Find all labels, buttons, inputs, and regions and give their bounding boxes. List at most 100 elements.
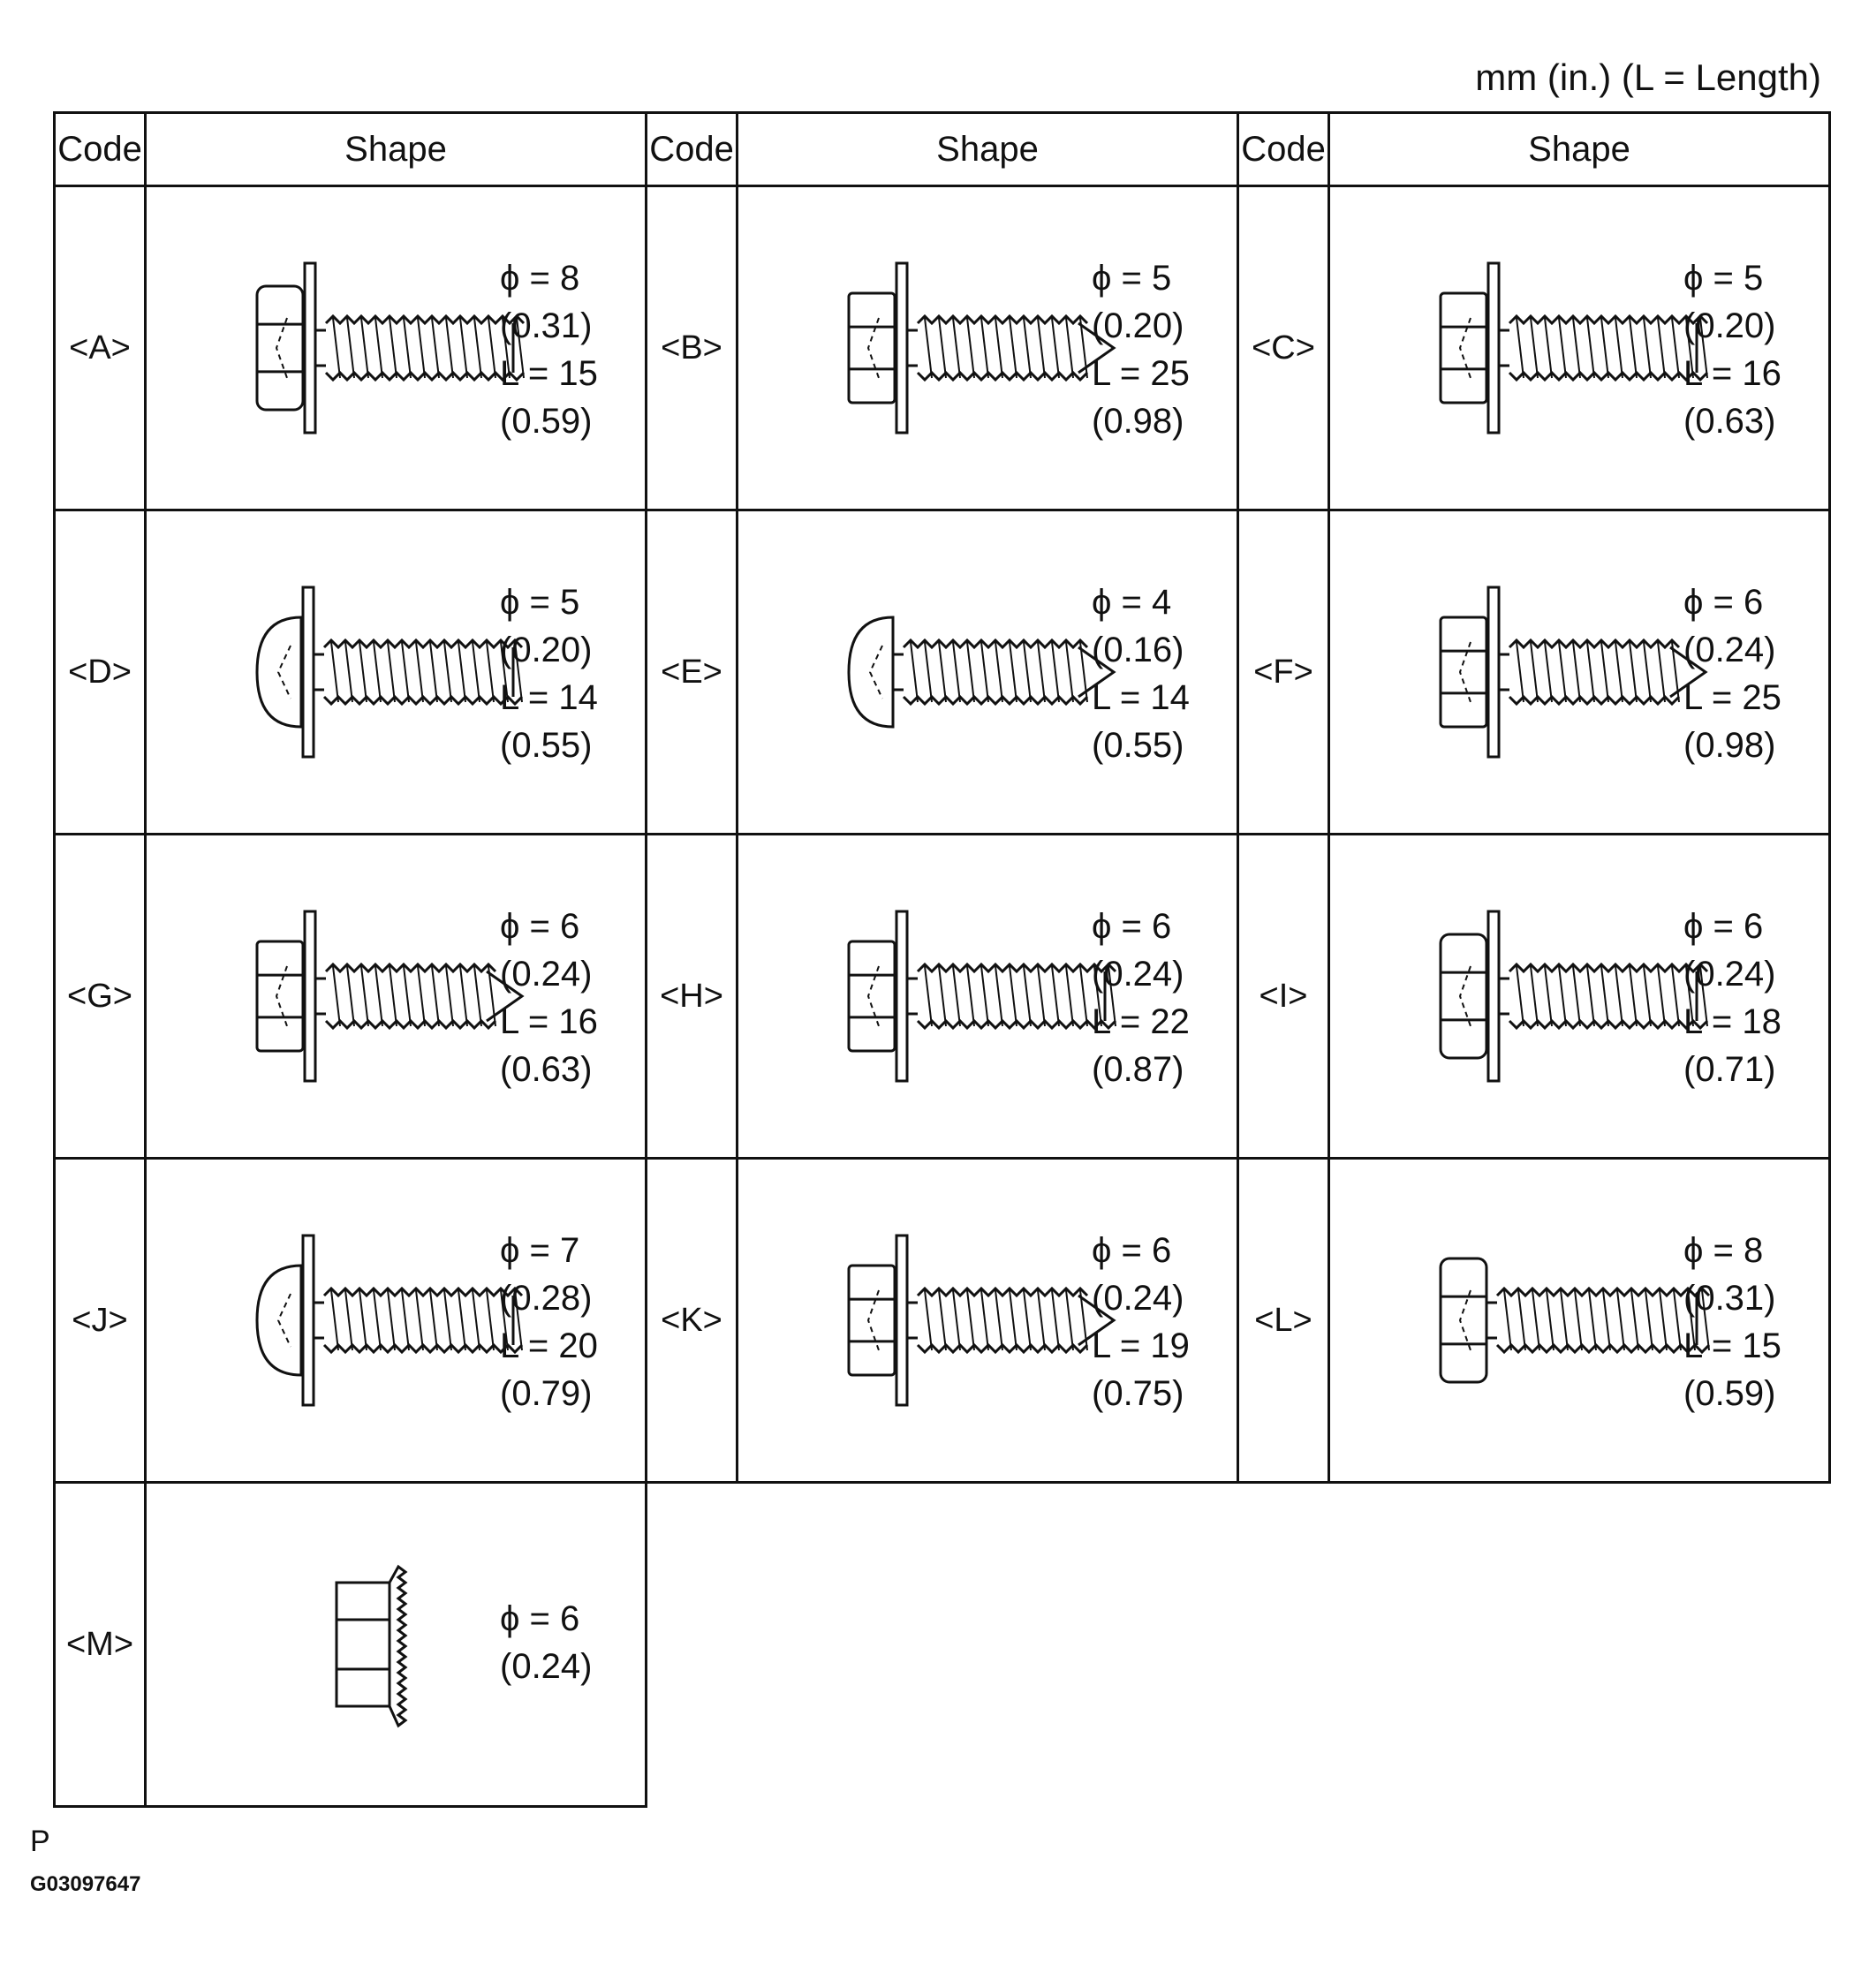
fastener-specs: ϕ = 6(0.24) (500, 1595, 593, 1690)
fastener-shape-cell: ϕ = 6(0.24)L = 19(0.75) (736, 1157, 1239, 1484)
threaded-shank (893, 638, 1116, 707)
fastener-specs: ϕ = 5(0.20)L = 16(0.63) (1683, 254, 1781, 445)
fastener-table: Code Shape Code Shape Code Shape <A> ϕ = … (53, 111, 1831, 1808)
threaded-shank (1499, 962, 1709, 1031)
length-inch-value: (0.79) (500, 1374, 593, 1413)
fastener-code: <G> (53, 833, 147, 1160)
empty-area (645, 1482, 1830, 1807)
shape-header: Shape (736, 111, 1239, 187)
threaded-shank (907, 314, 1116, 382)
fastener-specs: ϕ = 6(0.24)L = 19(0.75) (1092, 1227, 1190, 1417)
head-shape (255, 616, 303, 729)
threaded-shank (314, 638, 524, 707)
fastener-drawing (335, 1564, 408, 1728)
head-shape (255, 284, 305, 412)
length-value: L = 16 (1683, 354, 1781, 393)
length-inch-value: (0.55) (500, 726, 593, 765)
diameter-inch-value: (0.24) (500, 955, 593, 994)
length-inch-value: (0.63) (1683, 402, 1776, 441)
diameter-value: ϕ = 6 (500, 907, 580, 946)
diameter-inch-value: (0.24) (1683, 631, 1776, 669)
fastener-drawing (255, 586, 524, 759)
fastener-drawing (255, 1234, 524, 1407)
washer-shape (895, 1234, 909, 1407)
diameter-value: ϕ = 8 (1683, 1231, 1764, 1270)
fastener-shape-cell: ϕ = 6(0.24)L = 25(0.98) (1328, 509, 1831, 835)
length-inch-value: (0.63) (500, 1050, 593, 1089)
fastener-code: <M> (53, 1481, 147, 1808)
diameter-value: ϕ = 5 (500, 583, 580, 622)
figure-id: G03097647 (30, 1872, 141, 1896)
length-inch-value: (0.71) (1683, 1050, 1776, 1089)
fastener-drawing (255, 910, 525, 1083)
fastener-shape-cell: ϕ = 5(0.20)L = 16(0.63) (1328, 185, 1831, 511)
length-value: L = 14 (500, 678, 598, 717)
table-row: <J>ϕ = 7(0.28)L = 20(0.79)<K>ϕ = 6(0.24)… (53, 1157, 1831, 1484)
fastener-code: <A> (53, 185, 147, 511)
washer-shape (1486, 586, 1501, 759)
washer-shape (301, 586, 315, 759)
units-note: mm (in.) (L = Length) (1475, 57, 1821, 98)
fastener-code: <D> (53, 509, 147, 835)
fastener-specs: ϕ = 5(0.20)L = 25(0.98) (1092, 254, 1190, 445)
threaded-shank (907, 1286, 1116, 1355)
head-shape (847, 291, 896, 404)
fastener-shape-cell: ϕ = 4(0.16)L = 14(0.55) (736, 509, 1239, 835)
nut-shape (335, 1564, 408, 1728)
washer-shape (895, 261, 909, 435)
fastener-shape-cell: ϕ = 6(0.24)L = 18(0.71) (1328, 833, 1831, 1160)
head-shape (1439, 291, 1488, 404)
table-row: <M> ϕ = 6(0.24) (53, 1481, 1830, 1808)
diameter-inch-value: (0.24) (1092, 955, 1184, 994)
length-value: L = 18 (1683, 1002, 1781, 1041)
diameter-inch-value: (0.20) (1092, 306, 1184, 345)
head-shape (1439, 1257, 1488, 1384)
diameter-inch-value: (0.31) (500, 306, 593, 345)
length-value: L = 14 (1092, 678, 1190, 717)
diameter-value: ϕ = 7 (500, 1231, 580, 1270)
threaded-shank (907, 962, 1117, 1031)
fastener-code: <C> (1237, 185, 1330, 511)
threaded-shank (1499, 314, 1709, 382)
diameter-inch-value: (0.24) (1092, 1279, 1184, 1318)
length-inch-value: (0.75) (1092, 1374, 1184, 1413)
fastener-shape-cell: ϕ = 6(0.24) (144, 1481, 647, 1808)
header-row: Code Shape Code Shape Code Shape (53, 111, 1831, 187)
fastener-specs: ϕ = 6(0.24)L = 25(0.98) (1683, 578, 1781, 769)
fastener-shape-cell: ϕ = 6(0.24)L = 22(0.87) (736, 833, 1239, 1160)
table-row: <G>ϕ = 6(0.24)L = 16(0.63)<H>ϕ = 6(0.24)… (53, 833, 1831, 1160)
fastener-specs: ϕ = 6(0.24)L = 16(0.63) (500, 903, 598, 1093)
fastener-code: <L> (1237, 1157, 1330, 1484)
fastener-drawing (1439, 586, 1708, 759)
fastener-specs: ϕ = 8(0.31)L = 15(0.59) (500, 254, 598, 445)
washer-shape (1486, 910, 1501, 1083)
fastener-code: <E> (645, 509, 738, 835)
diameter-inch-value: (0.28) (500, 1279, 593, 1318)
fastener-drawing (847, 261, 1116, 435)
threaded-shank (315, 962, 525, 1031)
fastener-specs: ϕ = 7 (0.28) L = 20 (0.79) (500, 1227, 598, 1417)
diameter-value: ϕ = 5 (1683, 259, 1764, 298)
fastener-code: <K> (645, 1157, 738, 1484)
length-value: L = 25 (1092, 354, 1190, 393)
threaded-shank (314, 1286, 524, 1355)
fastener-specs: ϕ = 6(0.24)L = 18(0.71) (1683, 903, 1781, 1093)
length-inch-value: (0.98) (1092, 402, 1184, 441)
diameter-inch-value: (0.24) (1683, 955, 1776, 994)
fastener-code: <H> (645, 833, 738, 1160)
length-inch-value: (0.87) (1092, 1050, 1184, 1089)
table-row: <D>ϕ = 5(0.20)L = 14(0.55)<E>ϕ = 4(0.16)… (53, 509, 1831, 835)
washer-shape (1486, 261, 1501, 435)
length-value: L = 25 (1683, 678, 1781, 717)
fastener-drawing (1439, 1257, 1711, 1384)
fastener-specs: ϕ = 4(0.16)L = 14(0.55) (1092, 578, 1190, 769)
length-value: L = 20 (500, 1326, 598, 1365)
diameter-value: ϕ = 8 (500, 259, 580, 298)
fastener-shape-cell: ϕ = 5(0.20)L = 25(0.98) (736, 185, 1239, 511)
diameter-value: ϕ = 6 (1092, 907, 1172, 946)
length-inch-value: (0.98) (1683, 726, 1776, 765)
threaded-shank (1486, 1286, 1711, 1355)
shape-header: Shape (1328, 111, 1831, 187)
diameter-inch-value: (0.16) (1092, 631, 1184, 669)
fastener-drawing (1439, 261, 1709, 435)
